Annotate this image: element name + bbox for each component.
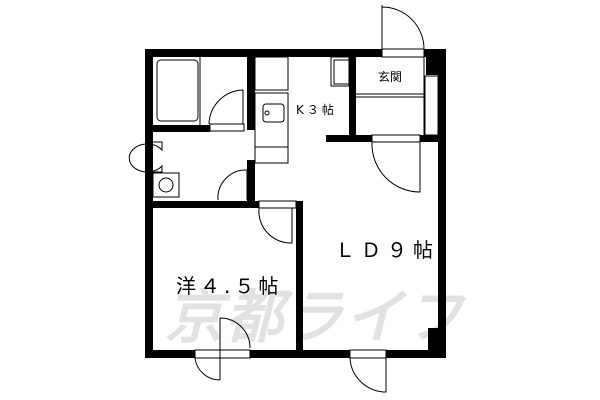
room-label-kitchen: K３帖 — [296, 103, 337, 117]
watermark: 京都ライフ — [165, 283, 466, 351]
room-label-genkan: 玄関 — [378, 70, 403, 84]
walls — [145, 49, 446, 358]
room-label-living-dining: ＬＤ９帖 — [335, 238, 439, 262]
room-label-western-room: 洋４.５帖 — [176, 274, 283, 298]
